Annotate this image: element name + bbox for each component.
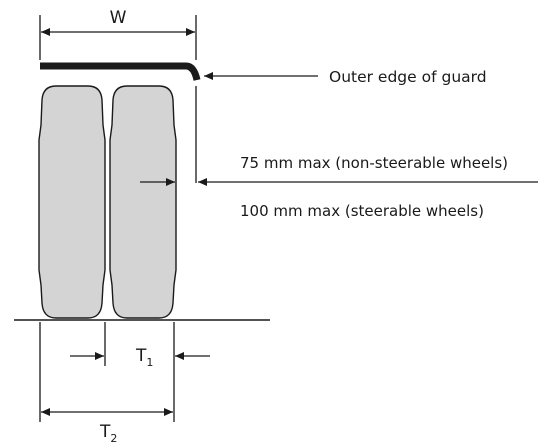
tyre-left <box>38 85 106 319</box>
guard-edge-label: Outer edge of guard <box>329 68 487 86</box>
gap-nonsteer-label: 75 mm max (non-steerable wheels) <box>240 154 508 172</box>
tyre-right <box>109 85 177 319</box>
gap-steer-label: 100 mm max (steerable wheels) <box>240 202 484 220</box>
w-label: W <box>110 8 127 28</box>
t1-label: T1 <box>135 346 153 369</box>
guard <box>40 62 201 81</box>
t2-label: T2 <box>99 422 117 445</box>
